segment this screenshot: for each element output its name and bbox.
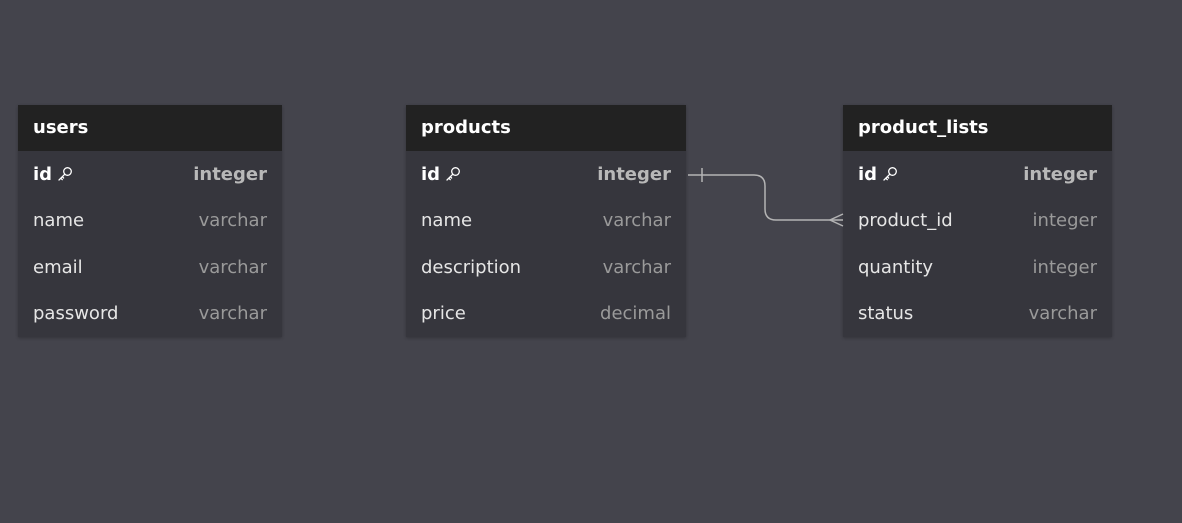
field-row-product-lists-quantity[interactable]: quantity integer: [843, 244, 1112, 291]
field-type: varchar: [602, 210, 671, 232]
field-type: varchar: [1028, 303, 1097, 325]
field-name: status: [858, 303, 914, 325]
field-row-products-name[interactable]: name varchar: [406, 198, 686, 245]
field-name: quantity: [858, 256, 934, 278]
many-cardinality-marker: [828, 213, 844, 227]
table-users[interactable]: users id integer name varchar email varc…: [18, 105, 282, 337]
field-name: password: [33, 303, 119, 325]
field-type: integer: [193, 163, 267, 185]
table-header-products[interactable]: products: [406, 105, 686, 151]
field-row-products-description[interactable]: description varchar: [406, 244, 686, 291]
table-product-lists[interactable]: product_lists id integer product_id inte…: [843, 105, 1112, 337]
field-name: price: [421, 303, 466, 325]
field-row-product-lists-status[interactable]: status varchar: [843, 291, 1112, 338]
field-type: decimal: [600, 303, 671, 325]
table-products[interactable]: products id integer name varchar descrip…: [406, 105, 686, 337]
key-icon: [881, 165, 899, 183]
field-type: integer: [597, 163, 671, 185]
field-type: varchar: [198, 210, 267, 232]
field-row-products-id[interactable]: id integer: [406, 151, 686, 198]
field-name: name: [421, 210, 473, 232]
key-icon: [444, 165, 462, 183]
field-row-users-id[interactable]: id integer: [18, 151, 282, 198]
field-name: name: [33, 210, 85, 232]
field-name: email: [33, 256, 83, 278]
field-row-users-password[interactable]: password varchar: [18, 291, 282, 338]
relation-line[interactable]: [688, 174, 843, 221]
field-type: integer: [1023, 163, 1097, 185]
field-name: id: [421, 163, 441, 185]
field-type: varchar: [198, 303, 267, 325]
field-type: integer: [1032, 210, 1097, 232]
field-name: id: [858, 163, 878, 185]
field-row-users-email[interactable]: email varchar: [18, 244, 282, 291]
field-name: product_id: [858, 210, 953, 232]
field-row-users-name[interactable]: name varchar: [18, 198, 282, 245]
field-name: id: [33, 163, 53, 185]
field-row-products-price[interactable]: price decimal: [406, 291, 686, 338]
table-header-users[interactable]: users: [18, 105, 282, 151]
table-header-product-lists[interactable]: product_lists: [843, 105, 1112, 151]
field-type: varchar: [602, 256, 671, 278]
field-type: integer: [1032, 256, 1097, 278]
field-name: description: [421, 256, 522, 278]
field-row-product-lists-id[interactable]: id integer: [843, 151, 1112, 198]
field-type: varchar: [198, 256, 267, 278]
key-icon: [56, 165, 74, 183]
field-row-product-lists-product-id[interactable]: product_id integer: [843, 198, 1112, 245]
